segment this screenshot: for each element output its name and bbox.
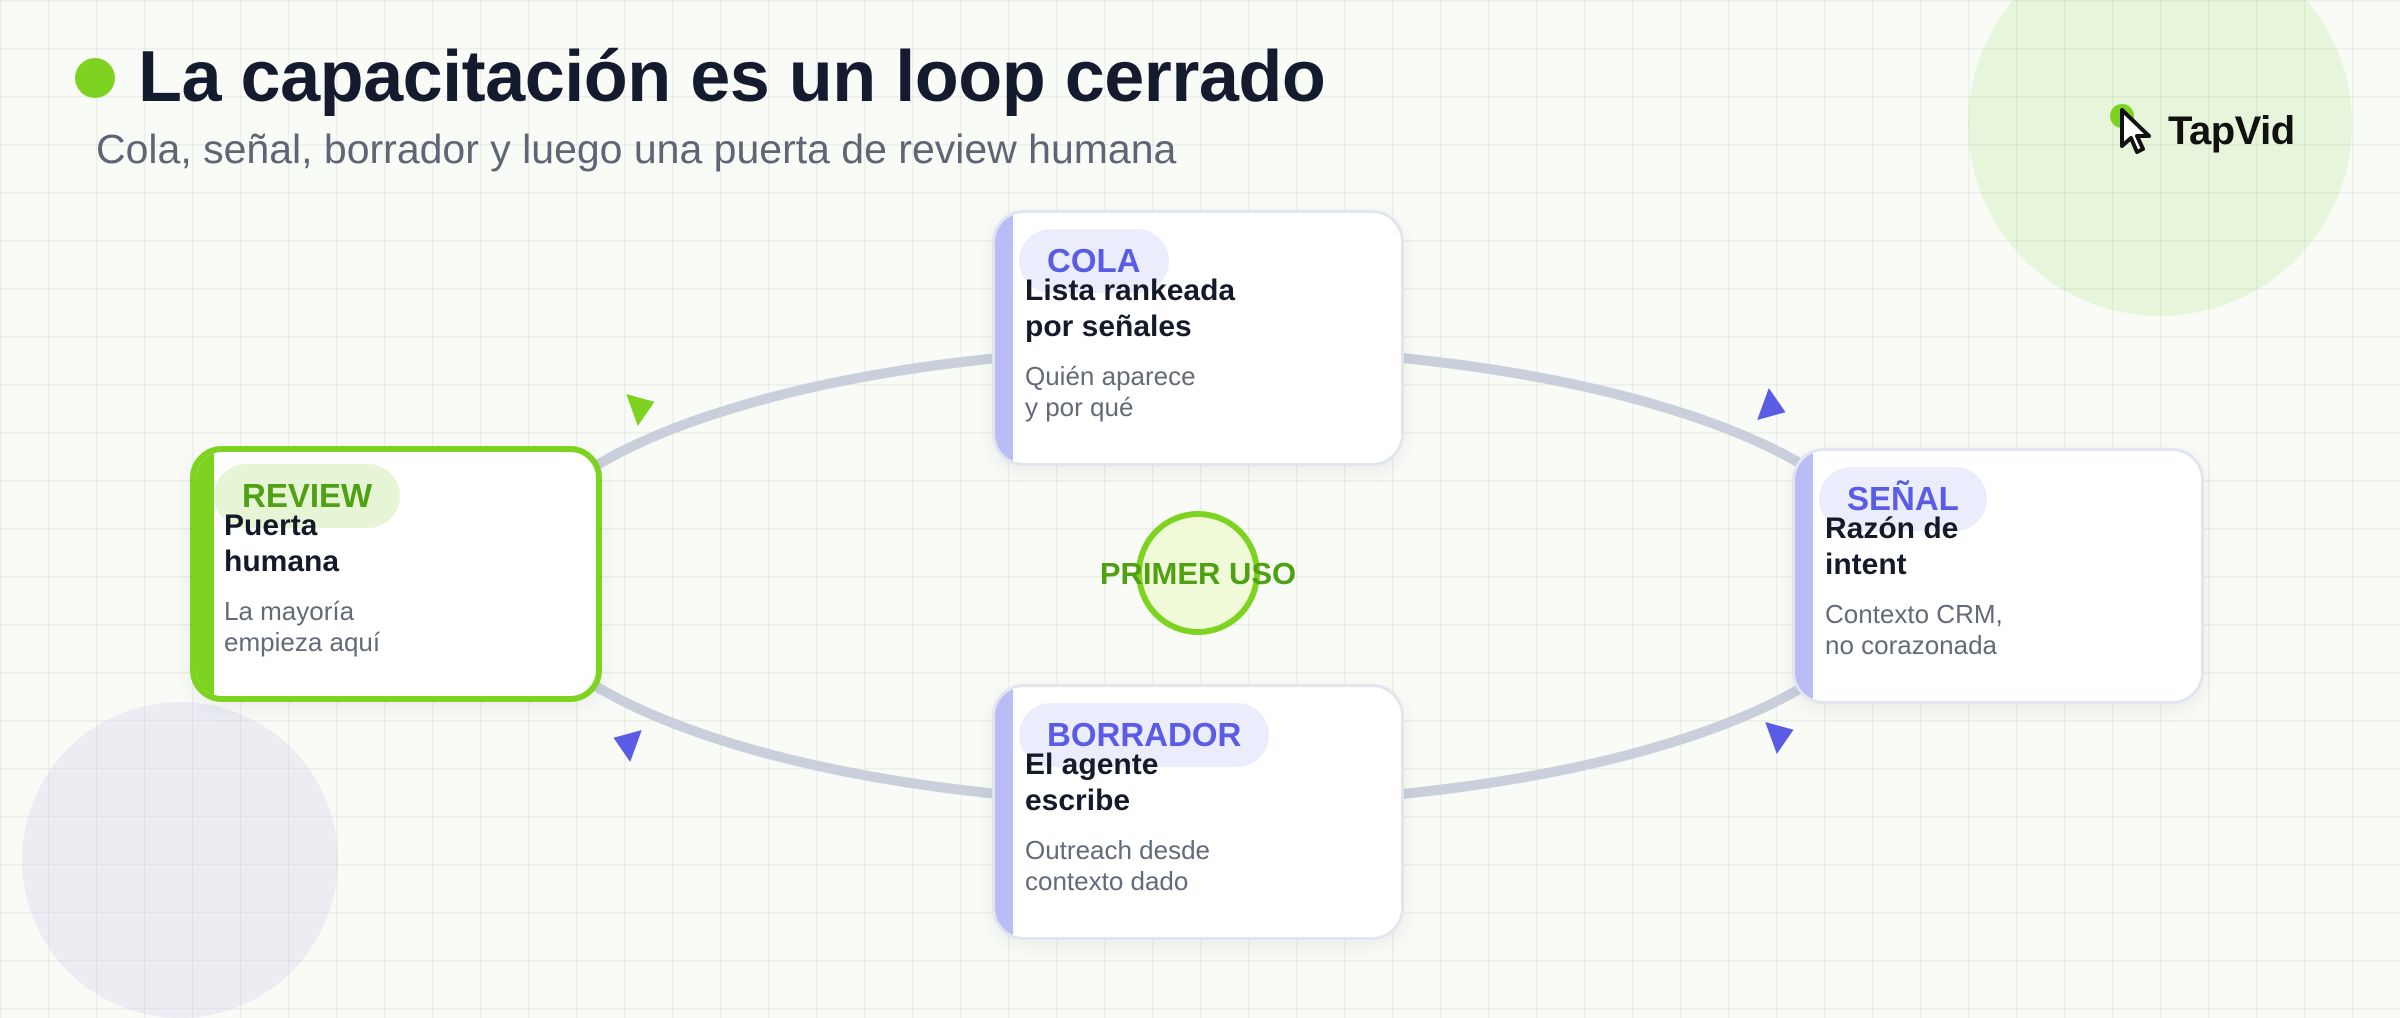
arrow-senal-to-borrador [1765,722,1794,754]
card-title: Lista rankeada por señales [1025,274,1236,343]
arrow-borrador-to-review [613,730,642,762]
decorative-circle-green [1968,0,2352,316]
center-circle [1136,511,1260,635]
cycle-node-senal: SEÑAL Razón de intent Contexto CRM, no c… [1792,448,2204,704]
title-bullet-dot [75,58,115,98]
card-accent-bar [1795,451,1813,701]
card-title: Puerta humana [224,509,340,578]
card-accent-bar [196,452,214,696]
card-title: Razón de intent [1825,512,1959,581]
cycle-node-review: REVIEW Puerta humana La mayoría empieza … [190,446,602,702]
card-tag: SEÑAL [1819,467,1987,531]
center-label: PRIMER USO [1099,556,1297,591]
card-tag: COLA [1019,229,1169,293]
card-description: Contexto CRM, no corazonada [1825,599,2003,660]
card-accent-bar [995,213,1013,463]
card-description: La mayoría empieza aquí [224,596,381,657]
arrow-review-to-cola [626,394,655,426]
page-title: La capacitación es un loop cerrado [138,37,1326,117]
brand-logo: TapVid [2110,100,2295,162]
card-accent-bar [995,687,1013,937]
card-description: Quién aparece y por qué [1025,361,1196,422]
arrow-cola-to-senal [1757,388,1786,420]
cycle-node-cola: COLA Lista rankeada por señales Quién ap… [992,210,1404,466]
pointer-hand-icon [2110,100,2172,162]
card-description: Outreach desde contexto dado [1025,835,1211,896]
card-tag: BORRADOR [1019,703,1270,767]
card-title: El agente escribe [1025,748,1159,817]
brand-name: TapVid [2168,108,2295,153]
page-subtitle: Cola, señal, borrador y luego una puerta… [96,126,1177,172]
card-tag: REVIEW [214,464,401,528]
cycle-node-borrador: BORRADOR El agente escribe Outreach desd… [992,684,1404,940]
